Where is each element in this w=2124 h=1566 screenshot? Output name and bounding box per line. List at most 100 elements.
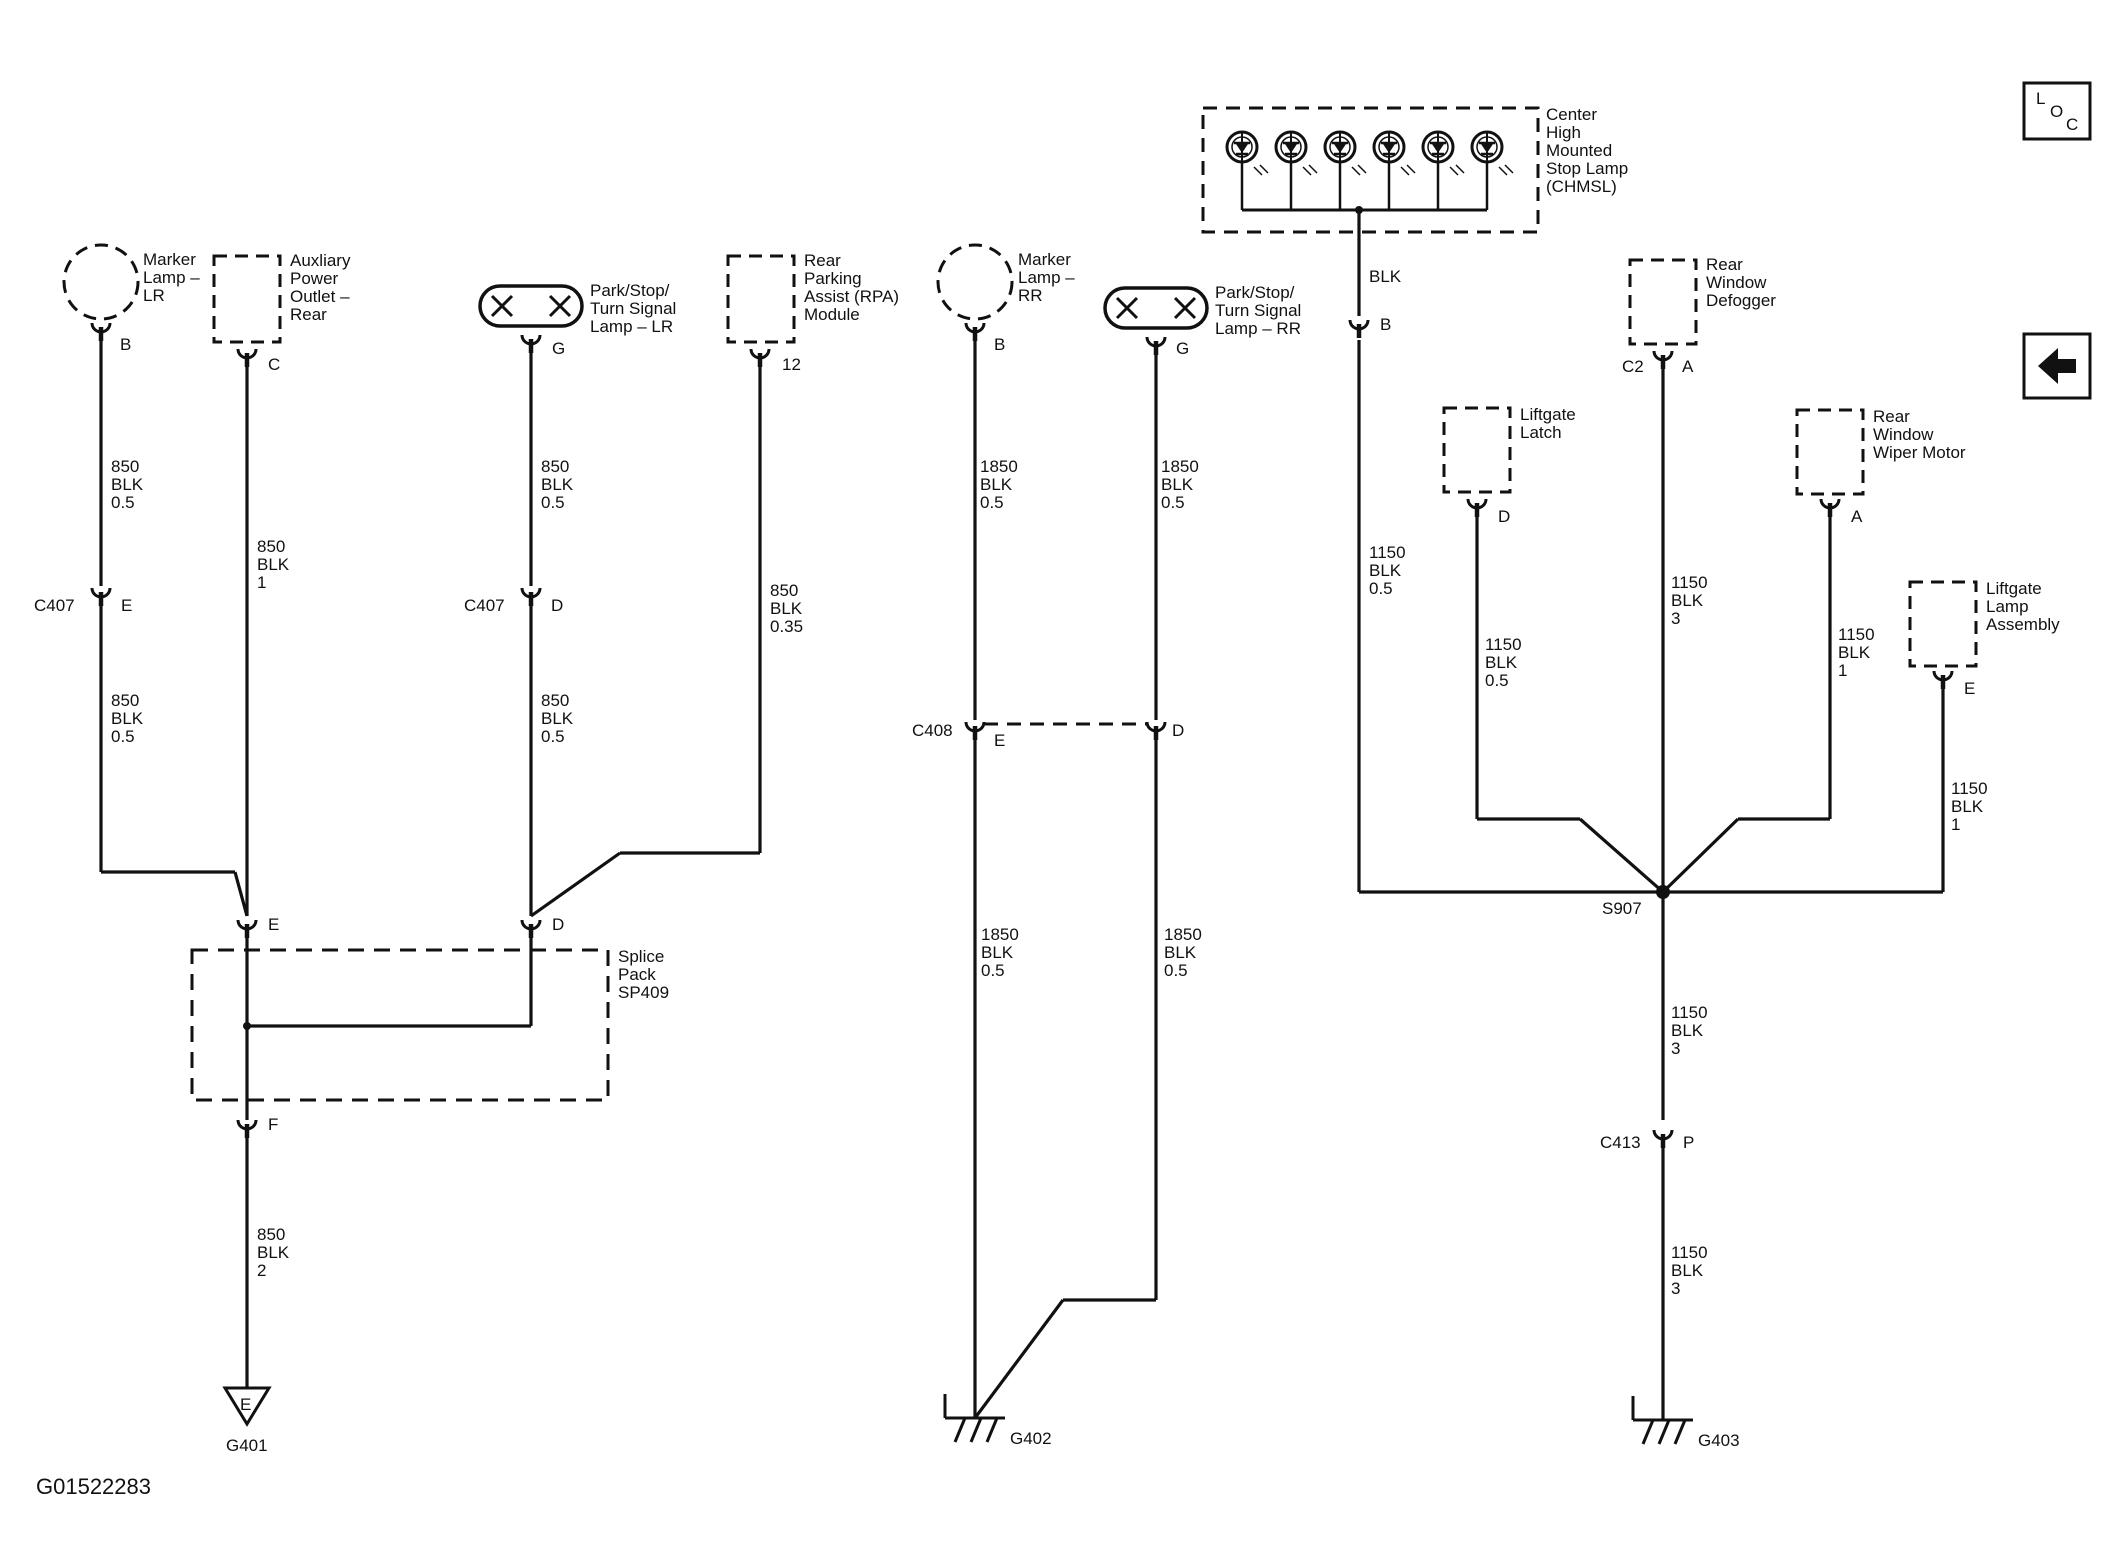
ground-g401[interactable]: E G401: [222, 1386, 272, 1455]
aux-power-label-2: Power: [290, 269, 339, 288]
defogger-connector: [1654, 351, 1672, 369]
svg-text:1150: 1150: [1838, 625, 1875, 644]
chmsl[interactable]: Center High Mounted Stop Lamp (CHMSL): [1201, 105, 1628, 234]
svg-text:0.5: 0.5: [541, 493, 565, 512]
wire-latch-to-s907[interactable]: [1578, 817, 1665, 894]
wire-label-w16: 1150 BLK 1: [1951, 779, 1988, 834]
wiper-motor-symbol: [1795, 408, 1865, 496]
wire-c408-d-to-g402[interactable]: [973, 1299, 1065, 1419]
park-stop-turn-lamp-rr[interactable]: Park/Stop/ Turn Signal Lamp – RR: [1103, 283, 1301, 338]
sp409-f-connector: [238, 1120, 256, 1138]
svg-text:0.5: 0.5: [111, 727, 135, 746]
c408-d-connector[interactable]: [1147, 722, 1165, 740]
marker-lamp-lr-label-3: LR: [143, 286, 165, 305]
aux-power-outlet-rear[interactable]: Auxliary Power Outlet – Rear: [212, 251, 351, 344]
svg-text:850: 850: [541, 691, 569, 710]
rear-window-wiper-motor[interactable]: Rear Window Wiper Motor: [1795, 407, 1966, 496]
marker-lamp-rr[interactable]: Marker Lamp – RR: [936, 243, 1075, 321]
svg-text:1150: 1150: [1671, 1243, 1708, 1262]
svg-text:850: 850: [770, 581, 798, 600]
rpa-label-4: Module: [804, 305, 860, 324]
splice-pack-label-2: Pack: [618, 965, 656, 984]
c413-name: C413: [1600, 1133, 1641, 1152]
c407-e-connector[interactable]: [92, 588, 110, 606]
c407-e-pin: E: [121, 596, 132, 615]
liftgate-latch-pin: D: [1498, 507, 1510, 526]
svg-text:1150: 1150: [1671, 1003, 1708, 1022]
liftgate-lamp-assembly[interactable]: Liftgate Lamp Assembly: [1908, 579, 2060, 668]
chmsl-connector: [1350, 320, 1368, 338]
chmsl-label-5: (CHMSL): [1546, 177, 1617, 196]
svg-text:BLK: BLK: [770, 599, 803, 618]
wire-c407-e-to-sp409[interactable]: [233, 871, 249, 917]
liftgate-lamp-label-3: Assembly: [1986, 615, 2060, 634]
park-lamp-lr-label-2: Turn Signal: [590, 299, 676, 318]
defogger-pin: A: [1682, 357, 1694, 376]
rpa-module-symbol: [726, 254, 796, 344]
svg-text:BLK: BLK: [257, 1243, 290, 1262]
marker-lamp-lr[interactable]: Marker Lamp – LR: [62, 243, 200, 321]
sp409-d-pin: D: [552, 915, 564, 934]
svg-text:BLK: BLK: [1838, 643, 1871, 662]
wire-wiper-to-s907[interactable]: [1661, 817, 1740, 894]
park-stop-turn-lamp-lr[interactable]: Park/Stop/ Turn Signal Lamp – LR: [478, 281, 676, 336]
defogger-label-3: Defogger: [1706, 291, 1776, 310]
svg-text:BLK: BLK: [1951, 797, 1984, 816]
svg-text:BLK: BLK: [541, 709, 574, 728]
c413-connector[interactable]: [1654, 1130, 1672, 1148]
ground-g402[interactable]: G402: [943, 1392, 1052, 1448]
liftgate-latch[interactable]: Liftgate Latch: [1442, 405, 1576, 494]
c407-d-name: C407: [464, 596, 505, 615]
defogger-label-2: Window: [1706, 273, 1767, 292]
ground-triangle-icon: [222, 1386, 272, 1427]
rear-parking-assist-module[interactable]: Rear Parking Assist (RPA) Module: [726, 251, 899, 344]
ground-g403[interactable]: G403: [1631, 1394, 1740, 1450]
liftgate-lamp-pin: E: [1964, 679, 1975, 698]
ground-g401-symbol-letter: E: [240, 1395, 251, 1414]
wire-label-w8: 1850 BLK 0.5: [980, 457, 1018, 512]
c408-pin-e: E: [994, 731, 1005, 750]
svg-text:0.5: 0.5: [111, 493, 135, 512]
aux-power-label-1: Auxliary: [290, 251, 351, 270]
c408-e-connector[interactable]: [966, 722, 984, 740]
svg-text:0.35: 0.35: [770, 617, 803, 636]
aux-power-connector: [238, 349, 256, 367]
splice-pack-sp409[interactable]: Splice Pack SP409: [190, 947, 669, 1102]
svg-text:0.5: 0.5: [1485, 671, 1509, 690]
svg-text:850: 850: [541, 457, 569, 476]
wire-rpa-to-sp409[interactable]: [530, 851, 621, 918]
sp409-d-connector: [522, 920, 540, 938]
svg-text:2: 2: [257, 1261, 266, 1280]
back-button[interactable]: [2022, 332, 2092, 400]
svg-text:1850: 1850: [981, 925, 1019, 944]
loc-button[interactable]: L O C: [2022, 81, 2092, 141]
park-lamp-rr-connector: [1147, 337, 1165, 355]
svg-text:0.5: 0.5: [541, 727, 565, 746]
marker-lamp-rr-label-2: Lamp –: [1018, 268, 1075, 287]
splice-pack-outline: [190, 948, 610, 1102]
park-lamp-rr-bulb-left-icon: [1115, 296, 1139, 320]
splice-s907-dot: [1656, 885, 1670, 899]
rear-window-defogger[interactable]: Rear Window Defogger: [1628, 255, 1776, 346]
wire-label-w9: 1850 BLK 0.5: [1161, 457, 1199, 512]
svg-text:BLK: BLK: [980, 475, 1013, 494]
c407-d-connector[interactable]: [522, 588, 540, 606]
svg-text:BLK: BLK: [1369, 561, 1402, 580]
marker-lamp-rr-label-1: Marker: [1018, 250, 1071, 269]
svg-text:BLK: BLK: [1164, 943, 1197, 962]
splice-s907[interactable]: S907: [1602, 885, 1670, 918]
park-lamp-rr-pin: G: [1176, 339, 1189, 358]
wiper-motor-label-1: Rear: [1873, 407, 1910, 426]
sp409-e-connector: [238, 920, 256, 938]
park-lamp-lr-pin: G: [552, 339, 565, 358]
liftgate-lamp-label-1: Liftgate: [1986, 579, 2042, 598]
park-lamp-rr-label-3: Lamp – RR: [1215, 319, 1301, 338]
aux-power-outlet-symbol: [212, 254, 282, 344]
svg-text:1850: 1850: [980, 457, 1018, 476]
svg-text:3: 3: [1671, 1039, 1680, 1058]
liftgate-lamp-symbol: [1908, 580, 1978, 668]
svg-text:BLK: BLK: [1485, 653, 1518, 672]
aux-power-label-4: Rear: [290, 305, 327, 324]
marker-lamp-rr-label-3: RR: [1018, 286, 1043, 305]
wire-label-w4: 850 BLK 0.35: [770, 581, 803, 636]
